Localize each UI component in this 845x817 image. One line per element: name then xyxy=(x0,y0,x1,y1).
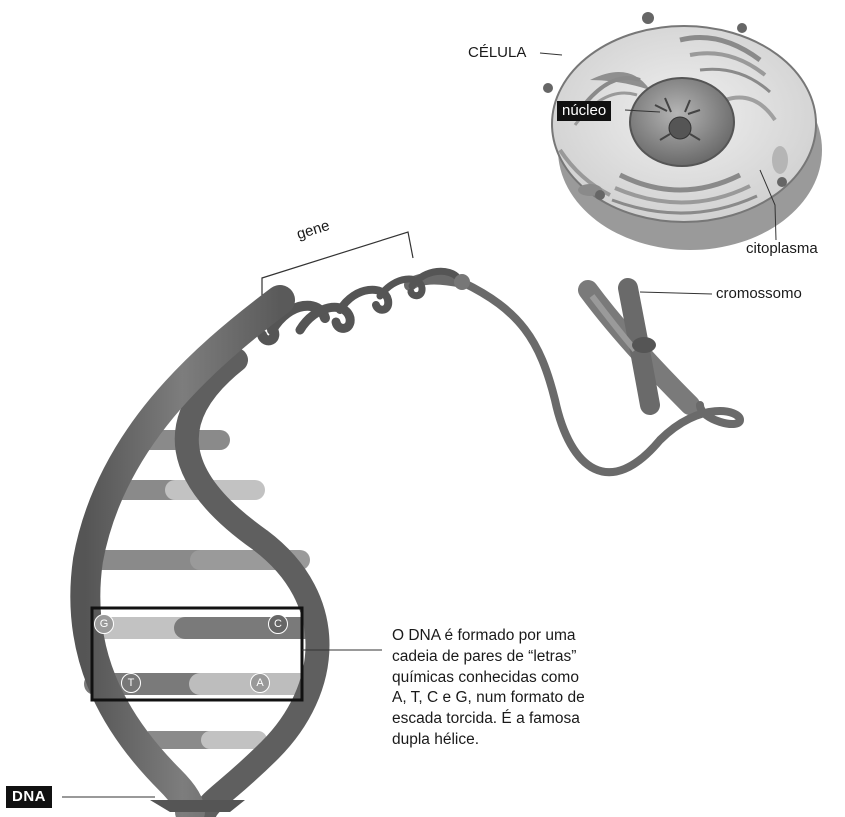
dna-caption: O DNA é formado por uma cadeia de pares … xyxy=(392,626,652,751)
citoplasma-label: citoplasma xyxy=(746,240,818,258)
base-c-marker: C xyxy=(268,614,288,634)
base-a-marker: A xyxy=(250,673,270,693)
chromosome-illustration xyxy=(588,288,712,405)
celula-leader-line xyxy=(540,53,562,55)
cromossomo-label: cromossomo xyxy=(716,285,802,303)
cell-illustration xyxy=(540,12,822,250)
dna-double-helix xyxy=(62,300,382,812)
cromossomo-leader-line xyxy=(640,292,712,294)
base-t-marker: T xyxy=(121,673,141,693)
dna-label: DNA xyxy=(6,786,52,808)
base-g-marker: G xyxy=(94,614,114,634)
nucleo-label: núcleo xyxy=(557,101,611,121)
celula-label: CÉLULA xyxy=(468,44,526,62)
